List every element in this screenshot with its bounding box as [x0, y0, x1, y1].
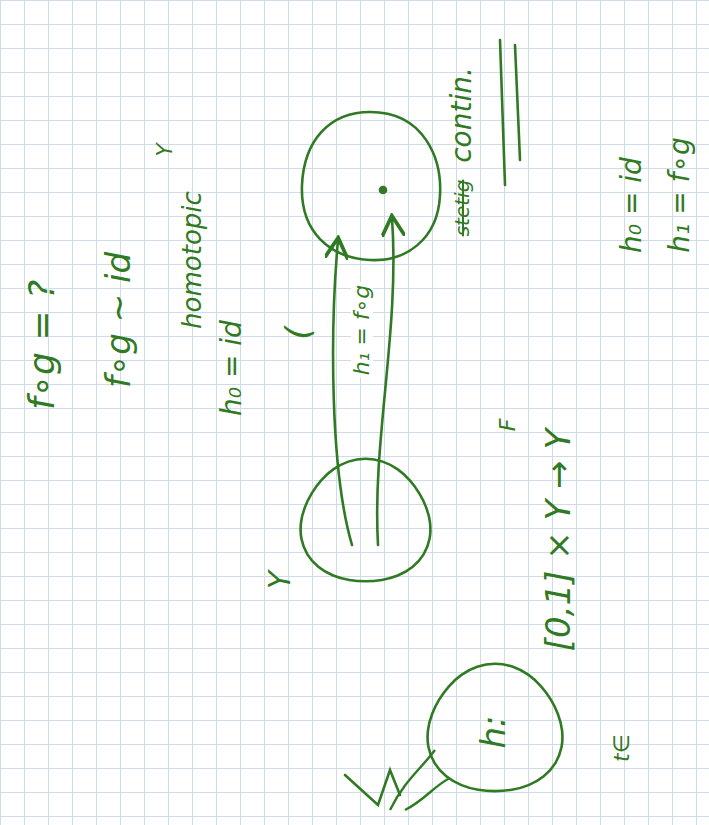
- point: [380, 187, 386, 193]
- note-text: h₁ = f∘g: [351, 283, 373, 378]
- set-label: Y: [265, 571, 295, 589]
- note-text: Y: [154, 143, 176, 156]
- note-text: [0,1] × Y → Y: [541, 429, 575, 651]
- circle-path: [301, 459, 431, 582]
- underline: [515, 45, 520, 160]
- note-text: contin.: [448, 67, 476, 163]
- note-text: h₀ = id: [218, 320, 246, 416]
- homotopy-arrow: [333, 240, 352, 545]
- circle-outline: [298, 455, 433, 590]
- set-label: h:: [476, 715, 510, 748]
- underline: [500, 40, 505, 185]
- set-circle: Y: [298, 455, 433, 590]
- target-circle: [302, 112, 440, 260]
- check-mark: [345, 770, 400, 805]
- scribble: [390, 750, 450, 810]
- note-text: homotopic: [179, 191, 205, 329]
- note-text: f∘g = ?: [24, 280, 60, 410]
- circle-path: [428, 664, 563, 791]
- note-text: stetig: [452, 180, 472, 237]
- homotopy-arrow: [377, 218, 393, 545]
- note-text: F: [497, 419, 519, 432]
- note-text: (: [281, 326, 315, 339]
- set-circle: h:: [425, 660, 565, 800]
- note-text: h₁ = f∘g: [666, 137, 694, 252]
- note-text: t∈: [611, 734, 633, 762]
- note-text: f∘g ∼ id: [101, 252, 135, 388]
- note-text: h₀ = id: [618, 157, 646, 253]
